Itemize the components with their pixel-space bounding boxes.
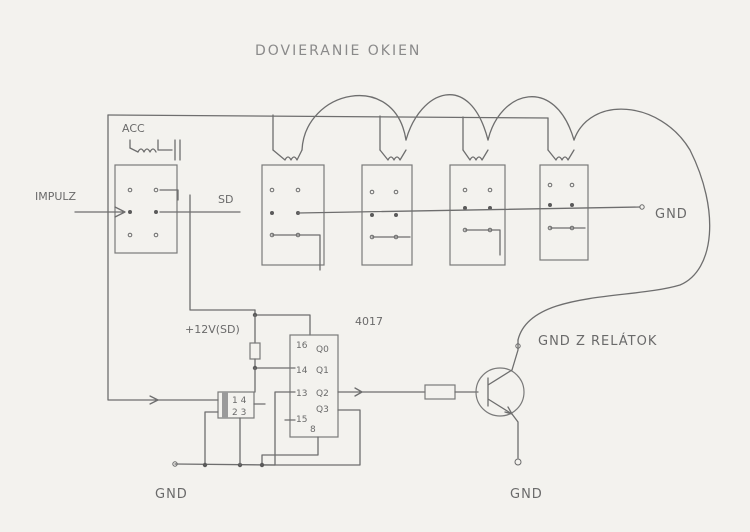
base-resistor [424, 384, 456, 400]
svg-text:13: 13 [296, 389, 307, 399]
ic-part-label: 4017 [355, 315, 383, 328]
gnd-node-1 [202, 462, 208, 468]
relay-1 [261, 149, 325, 266]
pin8-gnd-wire [261, 436, 319, 466]
pullup-resistor [249, 342, 261, 360]
svg-text:Q0: Q0 [316, 345, 329, 355]
svg-text:Q3: Q3 [316, 405, 329, 415]
emitter-wire [511, 413, 519, 459]
relay-4 [539, 149, 589, 261]
relay-1-bottom-wire [271, 234, 321, 271]
collector-terminal [515, 343, 521, 349]
impulz-input-arrow [74, 206, 126, 218]
top-bus-wire [107, 114, 549, 119]
q2-output-wire [337, 387, 426, 397]
dip-row-2: 2 3 [232, 408, 246, 418]
acc-label: ACC [122, 122, 145, 135]
gnd-right-label: GND [655, 207, 688, 222]
npn-transistor [475, 367, 525, 417]
resistor-to-pin14 [254, 358, 296, 369]
svg-text:Q1: Q1 [316, 366, 329, 376]
left-rail-wire [107, 114, 156, 401]
dip-component [217, 391, 255, 419]
gnd-node-3 [259, 462, 265, 468]
dip-row-1: 1 4 [232, 396, 247, 406]
acc-relay-coil [129, 139, 181, 161]
emitter-gnd-terminal [514, 458, 522, 466]
relay-link-arc-2 [405, 94, 489, 141]
svg-text:15: 15 [296, 415, 307, 425]
relay-gnd-line [297, 206, 641, 214]
pin13-wire [274, 391, 296, 466]
dip-gnd-wire [204, 403, 266, 466]
impulz-label: IMPULZ [35, 190, 77, 203]
acc-relay-body [114, 164, 178, 254]
supply-label: +12V(SD) [185, 323, 240, 336]
ic-right-pins: Q0 Q1 Q2 Q3 [316, 345, 329, 415]
gnd-bottom-left-label: GND [155, 487, 188, 502]
bottom-gnd-bus [174, 463, 276, 466]
gnd-left-terminal [172, 461, 178, 467]
ic-left-pins: 16 14 13 15 [296, 341, 308, 425]
relay-gnd-terminal [639, 204, 645, 210]
relay-link-arc-4 [517, 108, 711, 341]
relay-3-bottom-wire [464, 229, 501, 256]
relay-3 [449, 149, 506, 266]
relay-link-arc-3 [487, 96, 575, 141]
relay-2 [361, 149, 413, 266]
relay-link-arc-1 [301, 95, 407, 151]
svg-text:Q2: Q2 [316, 389, 329, 399]
ic-pin-8: 8 [310, 425, 316, 435]
acc-relay-pins [127, 187, 159, 238]
supply-wire [254, 309, 311, 336]
ic-4017-body [289, 334, 339, 438]
sd-wire [189, 211, 256, 311]
q3-reset-loop [261, 409, 361, 466]
dip-pin1-marker [222, 392, 228, 418]
diagram-title: DOVIERANIE OKIEN [255, 43, 421, 59]
gnd-bottom-right-label: GND [510, 487, 543, 502]
transistor-internals [487, 369, 513, 415]
acc-relay-contact-wire [159, 189, 191, 213]
svg-text:14: 14 [296, 366, 308, 376]
gnd-z-relatok-label: GND Z RELÁTOK [538, 333, 657, 349]
sd-label: SD [218, 193, 233, 206]
svg-text:16: 16 [296, 341, 308, 351]
